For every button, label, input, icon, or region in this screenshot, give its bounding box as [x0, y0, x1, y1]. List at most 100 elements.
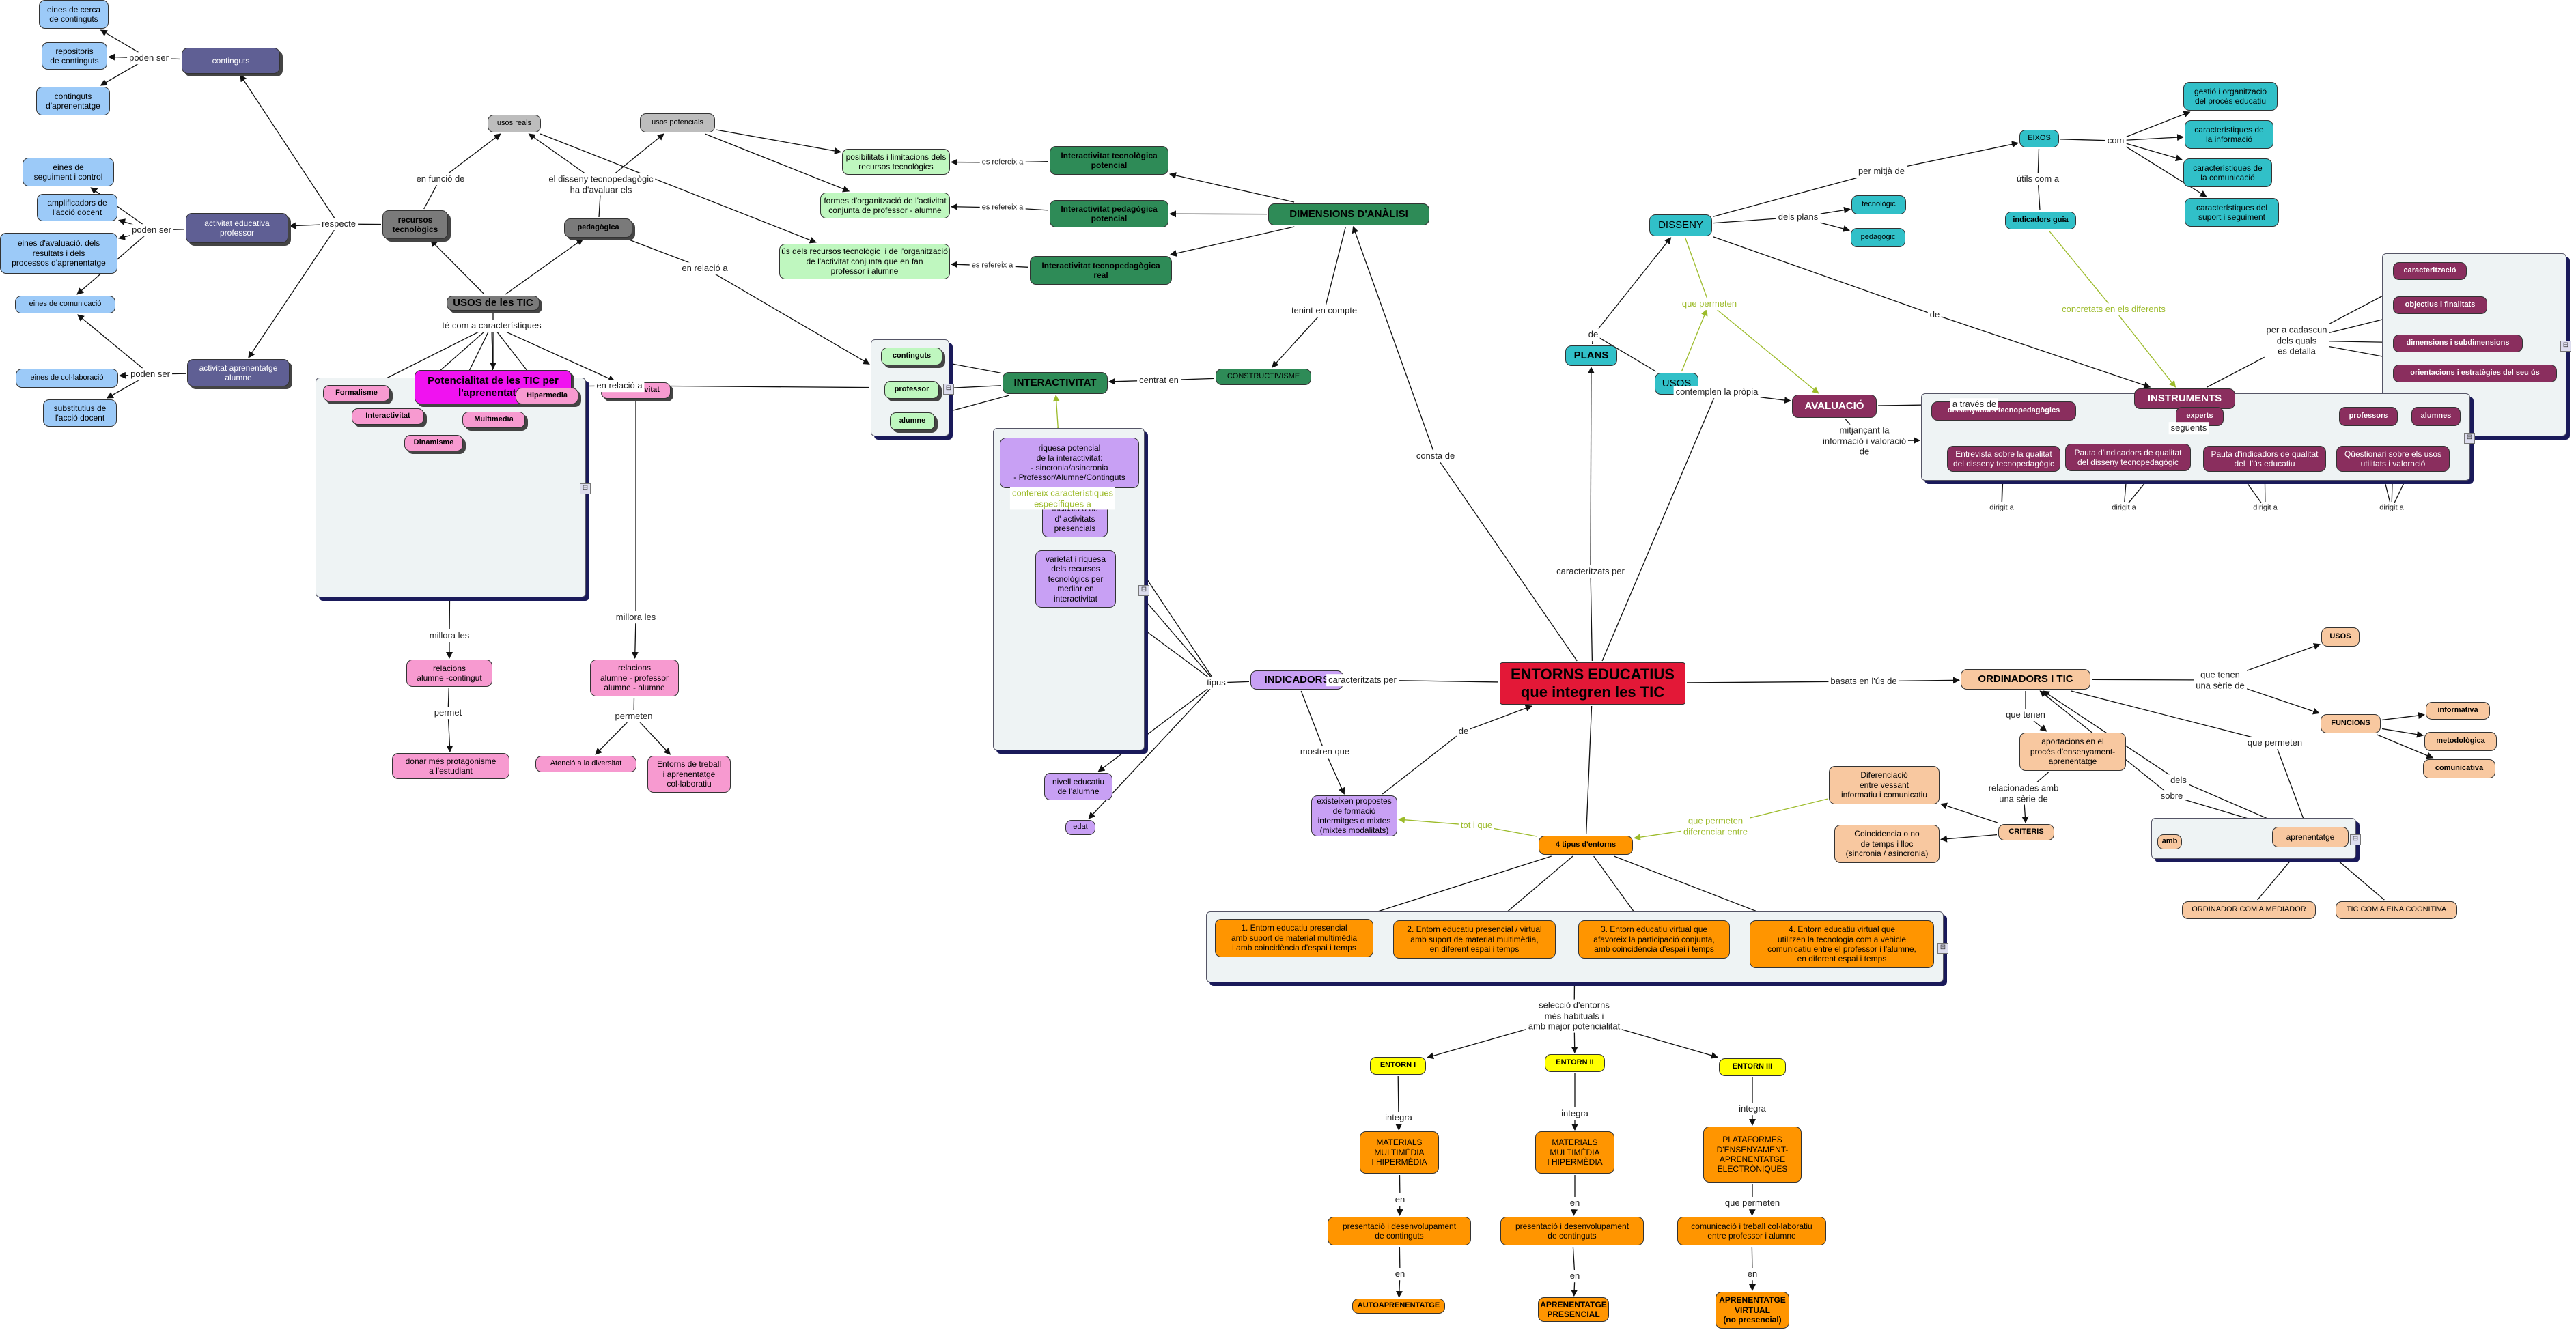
node-disseny[interactable]: DISSENY — [1649, 214, 1712, 236]
node-activitat-prof[interactable]: activitat educativa professor — [186, 213, 288, 243]
node-int-tecped[interactable]: Interactivitat tecnopedagògica real — [1030, 256, 1172, 285]
node-tecnologic[interactable]: tecnològic — [1851, 195, 1906, 214]
node-entorn2[interactable]: 2. Entorn educatiu presencial / virtual … — [1393, 920, 1556, 959]
node-caract-suport[interactable]: característiques del suport i seguiment — [2185, 198, 2279, 227]
node-g-alumne[interactable]: alumne — [890, 412, 935, 430]
node-eines-colab[interactable]: eines de col·laboració — [16, 369, 118, 388]
node-riquesa[interactable]: riquesa potencial de la interactivitat: … — [1000, 438, 1139, 488]
collapse-group-icon[interactable]: ⊟ — [2350, 834, 2361, 845]
node-pauta-ind2[interactable]: Pauta d'indicadors de qualitat del l'ús … — [2203, 446, 2326, 472]
node-constructivisme[interactable]: CONSTRUCTIVISME — [1216, 369, 1311, 385]
node-comunicacio-treball[interactable]: comunicació i treball col·laboratiu entr… — [1677, 1217, 1826, 1245]
node-pauta-ind[interactable]: Pauta d'indicadors de qualitat del disse… — [2065, 444, 2191, 471]
node-usos-p[interactable]: USOS — [2321, 627, 2360, 647]
node-objectius[interactable]: objectius i finalitats — [2393, 296, 2487, 314]
node-aprenentatge[interactable]: aprenentatge — [2272, 827, 2349, 847]
node-gestio[interactable]: gestió i organització del procés educati… — [2183, 82, 2278, 111]
node-presentacio1[interactable]: presentació i desenvolupament de conting… — [1328, 1217, 1471, 1245]
collapse-group-icon[interactable]: ⊟ — [2560, 341, 2571, 352]
node-usos-tic[interactable]: USOS de les TIC — [447, 296, 540, 311]
collapse-group-icon[interactable]: ⊟ — [943, 384, 954, 395]
node-us-recursos[interactable]: ús dels recursos tecnològic i de l'organ… — [779, 244, 950, 279]
node-aportacions[interactable]: aportacions en el procés d'ensenyament- … — [2019, 733, 2126, 771]
node-interactivitat2[interactable]: Interactivitat — [352, 408, 424, 425]
node-rel-alumne-cont[interactable]: relacions alumne -contingut — [406, 660, 492, 687]
node-funcions[interactable]: FUNCIONS — [2321, 714, 2381, 733]
node-eines-comunicacio[interactable]: eines de comunicació — [15, 296, 115, 313]
node-caract-info[interactable]: característiques de la informació — [2185, 120, 2273, 149]
node-entorn3[interactable]: 3. Entorn educatiu virtual que afavoreix… — [1578, 920, 1730, 959]
node-diferenciacio[interactable]: Diferenciació entre vessant informatiu i… — [1829, 766, 1940, 804]
node-continguts-s[interactable]: continguts — [182, 48, 280, 74]
node-recursos-tec[interactable]: recursos tecnològics — [382, 210, 448, 239]
node-entorn4[interactable]: 4. Entorn educatiu virtual que utilitzen… — [1750, 920, 1934, 968]
node-criteris[interactable]: CRITERIS — [1998, 824, 2054, 840]
node-substitutius[interactable]: substitutius de l'acció docent — [43, 399, 117, 427]
node-eixos[interactable]: EIXOS — [2019, 130, 2059, 147]
node-repositoris[interactable]: repositoris de continguts — [42, 42, 107, 70]
node-quatre-tipus[interactable]: 4 tipus d'entorns — [1539, 836, 1633, 855]
collapse-group-icon[interactable]: ⊟ — [2464, 433, 2475, 444]
node-rel-alumne-prof[interactable]: relacions alumne - professor alumne - al… — [590, 660, 679, 696]
node-materials2[interactable]: MATERIALS MULTIMÈDIA I HIPERMÈDIA — [1535, 1131, 1614, 1174]
node-entorn-iii[interactable]: ENTORN III — [1719, 1058, 1786, 1076]
node-aprenentatge-pres[interactable]: APRENENTATGE PRESENCIAL — [1538, 1297, 1609, 1322]
node-professors[interactable]: professors — [2339, 407, 2398, 426]
node-formalisme[interactable]: Formalisme — [323, 385, 390, 401]
node-entorn-ii[interactable]: ENTORN II — [1545, 1054, 1605, 1072]
node-orientacions[interactable]: orientacions i estratègies del seu ús — [2393, 365, 2557, 382]
node-dinamisme[interactable]: Dinamisme — [404, 435, 463, 451]
node-varietat[interactable]: varietat i riquesa dels recursos tecnolò… — [1035, 550, 1116, 608]
node-multimedia[interactable]: Multimedia — [462, 412, 525, 428]
collapse-group-icon[interactable]: ⊟ — [1138, 585, 1149, 596]
node-entorns-treball[interactable]: Entorns de treball i aprenentatge col·la… — [647, 756, 731, 793]
node-presentacio2[interactable]: presentació i desenvolupament de conting… — [1500, 1217, 1644, 1245]
node-avaluacio[interactable]: AVALUACIÓ — [1792, 395, 1877, 418]
node-atencio[interactable]: Atenció a la diversitat — [535, 756, 636, 772]
node-entorn1[interactable]: 1. Entorn educatiu presencial amb suport… — [1215, 919, 1373, 957]
node-indicadors-guia[interactable]: indicadors guia — [2005, 212, 2076, 229]
node-eines-avaluacio[interactable]: eines d'avaluació. dels resultats i dels… — [0, 233, 117, 274]
node-continguts-aprenentatge[interactable]: continguts d'aprenentatge — [36, 87, 110, 115]
node-amb[interactable]: amb — [2157, 834, 2182, 849]
node-entrevista[interactable]: Entrevista sobre la qualitat del disseny… — [1947, 446, 2060, 472]
node-eines-seguiment[interactable]: eines de seguiment i control — [23, 158, 114, 186]
node-caracteritzacio[interactable]: caracterització — [2393, 262, 2467, 280]
node-alumnes[interactable]: alumnes — [2411, 407, 2461, 426]
node-pedagogica[interactable]: pedagògica — [564, 218, 632, 238]
node-plataformes[interactable]: PLATAFORMES D'ENSENYAMENT- APRENENTATGE … — [1703, 1127, 1802, 1183]
node-eines-cerca[interactable]: eines de cerca de continguts — [39, 0, 109, 29]
node-formes-org[interactable]: formes d'organització de l'activitat con… — [820, 193, 950, 218]
node-comunicativa[interactable]: comunicativa — [2423, 759, 2495, 778]
node-dimensions-sub[interactable]: dimensions i subdimensions — [2393, 335, 2523, 352]
node-autoaprenentatge[interactable]: AUTOAPRENENTATGE — [1352, 1299, 1445, 1314]
node-activitat-alumne[interactable]: activitat aprenentatge alumne — [187, 359, 290, 386]
node-nivell[interactable]: nivell educatiu de l'alumne — [1044, 773, 1112, 800]
node-entorns-tic[interactable]: ENTORNS EDUCATIUS que integren les TIC — [1500, 662, 1685, 705]
node-instruments[interactable]: INSTRUMENTS — [2134, 388, 2235, 409]
node-interactivitat[interactable]: INTERACTIVITAT — [1003, 372, 1108, 394]
node-hipermedia[interactable]: Hipermedia — [516, 388, 578, 404]
collapse-group-icon[interactable]: ⊟ — [1937, 943, 1948, 954]
node-posibilitats[interactable]: posibilitats i limitacions dels recursos… — [842, 149, 950, 175]
node-ordinadors[interactable]: ORDINADORS I TIC — [1961, 669, 2090, 690]
node-dimensions[interactable]: DIMENSIONS D'ANÀLISI — [1268, 203, 1429, 225]
node-donar-mes[interactable]: donar més protagonisme a l'estudiant — [392, 753, 509, 779]
node-coincidencia[interactable]: Coincidencia o no de temps i lloc (sincr… — [1834, 825, 1940, 863]
node-pedagogic[interactable]: pedagògic — [1851, 228, 1905, 247]
node-informativa[interactable]: informativa — [2426, 702, 2490, 720]
node-metodologica[interactable]: metodològica — [2424, 732, 2497, 751]
node-usos-reals[interactable]: usos reals — [488, 115, 541, 132]
node-ord-mediador[interactable]: ORDINADOR COM A MEDIADOR — [2182, 901, 2316, 919]
node-caract-com[interactable]: característiques de la comunicació — [2183, 158, 2272, 187]
node-edat[interactable]: edat — [1065, 820, 1095, 835]
node-aprenentatge-virt[interactable]: APRENENTATGE VIRTUAL (no presencial) — [1716, 1292, 1789, 1329]
node-int-tec[interactable]: Interactivitat tecnològica potencial — [1050, 146, 1168, 175]
node-amplificadors[interactable]: amplificadors de l'acció docent — [37, 194, 117, 221]
node-int-ped[interactable]: Interactivitat pedagògica potencial — [1050, 200, 1168, 227]
collapse-group-icon[interactable]: ⊟ — [580, 483, 591, 494]
node-entorn-i[interactable]: ENTORN I — [1370, 1057, 1426, 1075]
node-materials1[interactable]: MATERIALS MULTIMÈDIA I HIPERMÈDIA — [1360, 1131, 1439, 1174]
node-g-professor[interactable]: professor — [884, 381, 939, 399]
node-tic-eina[interactable]: TIC COM A EINA COGNITIVA — [2336, 901, 2457, 919]
